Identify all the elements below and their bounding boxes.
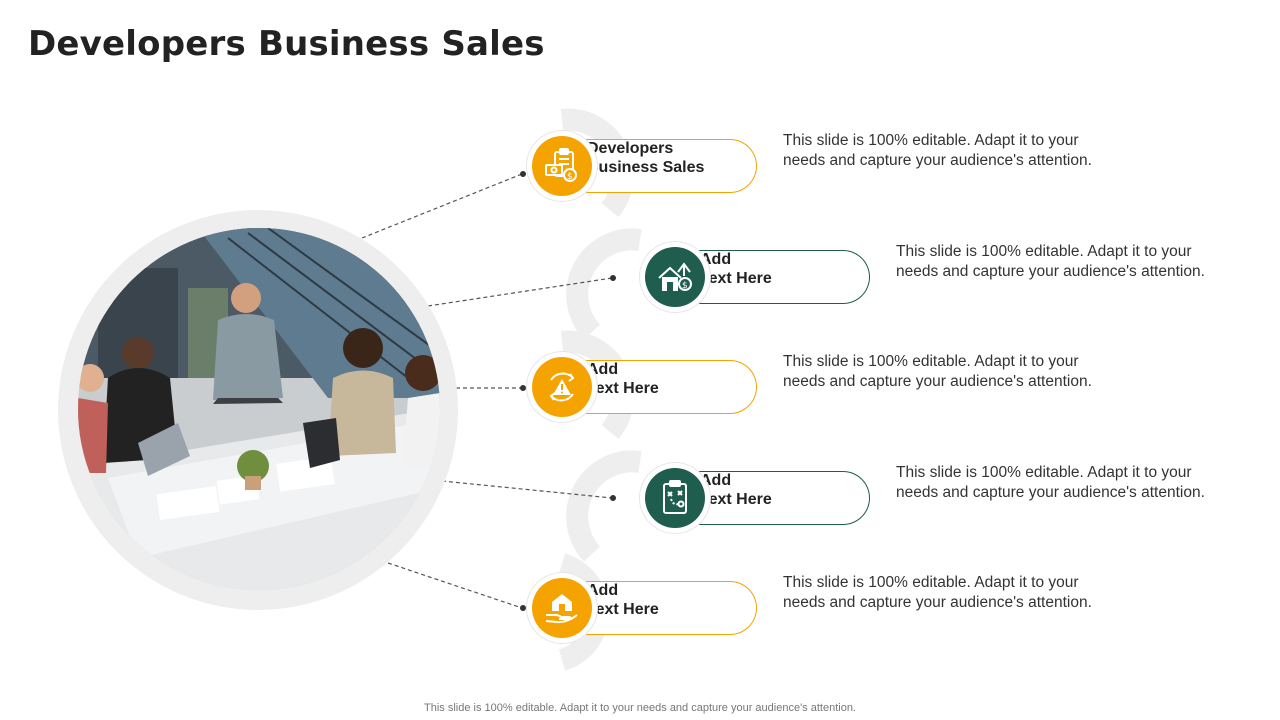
item-4-label: Add Text Here	[700, 472, 772, 508]
item-1-description: This slide is 100% editable. Adapt it to…	[783, 132, 1092, 169]
risk-warning-icon	[532, 357, 592, 417]
item-2-description: This slide is 100% editable. Adapt it to…	[896, 243, 1205, 280]
page-title: Developers Business Sales	[28, 24, 545, 64]
clipboard-money-icon: $	[532, 136, 592, 196]
item-5-pill	[567, 581, 757, 635]
connector-5	[387, 562, 523, 609]
connector-4	[441, 480, 613, 499]
team-meeting-photo	[78, 228, 440, 590]
item-4-description: This slide is 100% editable. Adapt it to…	[896, 464, 1205, 501]
svg-text:$: $	[682, 281, 688, 291]
house-in-hand-icon	[532, 578, 592, 638]
item-5-label: Add Text Here	[587, 582, 659, 618]
item-3-description: This slide is 100% editable. Adapt it to…	[783, 353, 1092, 390]
item-2-pill	[680, 250, 870, 304]
item-2-label: Add Text Here	[700, 251, 772, 287]
item-1-label: Developers Business Sales	[587, 140, 705, 176]
footer-note: This slide is 100% editable. Adapt it to…	[424, 702, 856, 714]
svg-text:$: $	[567, 172, 573, 182]
house-growth-icon: $	[645, 247, 705, 307]
item-4-pill	[680, 471, 870, 525]
strategy-board-icon	[645, 468, 705, 528]
item-3-label: Add Text Here	[587, 361, 659, 397]
item-1-pill	[567, 139, 757, 193]
item-3-pill	[567, 360, 757, 414]
connector-1	[361, 173, 523, 239]
item-5-description: This slide is 100% editable. Adapt it to…	[783, 574, 1092, 611]
connector-2	[427, 277, 613, 307]
